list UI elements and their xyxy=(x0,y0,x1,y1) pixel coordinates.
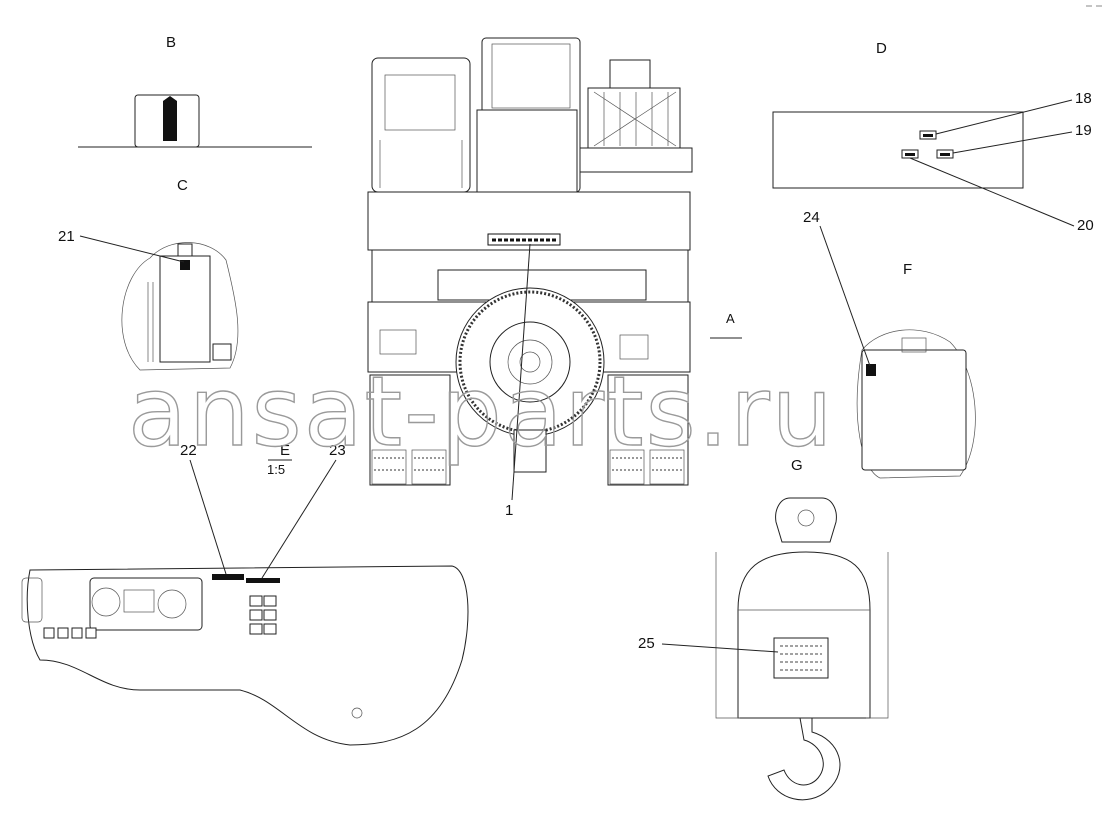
leader-1 xyxy=(511,243,531,501)
lower-switch-row xyxy=(43,627,97,639)
view-f-label: F xyxy=(903,261,912,278)
callout-23: 23 xyxy=(329,442,346,459)
hook-block-shackle xyxy=(775,497,837,543)
leader-18 xyxy=(935,99,1073,135)
view-c-detail-boundary xyxy=(121,242,239,371)
gauge-left xyxy=(91,587,121,617)
hook-block-body xyxy=(737,551,871,719)
callout-22: 22 xyxy=(180,442,197,459)
shackle-eye xyxy=(797,509,815,527)
spare-wheel-hub xyxy=(519,351,541,373)
cluster-display xyxy=(123,589,155,613)
view-c: C 21 xyxy=(58,177,239,371)
view-c-cabinet xyxy=(159,255,211,363)
hook-nameplate-text-lines xyxy=(780,645,822,671)
leader-20 xyxy=(909,157,1075,227)
right-tail-lamp xyxy=(619,334,649,360)
view-b-label: B xyxy=(166,34,176,51)
view-e: E 1:5 22 23 xyxy=(21,442,469,746)
view-f-cap xyxy=(901,337,927,353)
callout-25: 25 xyxy=(638,635,655,652)
hook-block-side-plates xyxy=(715,552,889,719)
view-f-detail-boundary xyxy=(856,329,976,479)
view-d-label: D xyxy=(876,40,887,57)
dashboard-side-vent xyxy=(21,577,43,623)
leader-21 xyxy=(79,235,185,263)
view-f-housing xyxy=(861,349,967,471)
winch-motor xyxy=(609,59,651,89)
callout-1: 1 xyxy=(505,502,513,519)
instrument-cluster xyxy=(89,577,203,631)
leader-19 xyxy=(952,131,1073,154)
winch-base xyxy=(579,147,693,173)
decal-23 xyxy=(246,578,280,583)
view-b-decal xyxy=(163,96,177,141)
callout-19: 19 xyxy=(1075,122,1092,139)
view-g-label: G xyxy=(791,457,803,474)
decal-22 xyxy=(212,574,244,580)
main-rear-view: A 1 xyxy=(367,37,742,519)
view-d: D 18 19 20 xyxy=(772,40,1094,234)
right-track-treads xyxy=(609,449,685,485)
view-e-scale: 1:5 xyxy=(267,462,285,477)
gauge-right xyxy=(157,589,187,619)
tow-hitch xyxy=(513,429,547,473)
counterweight xyxy=(476,109,578,193)
decal-24 xyxy=(866,364,876,376)
leader-24 xyxy=(819,225,871,367)
spare-wheel-rim xyxy=(489,321,571,403)
callout-21: 21 xyxy=(58,228,75,245)
view-a-label: A xyxy=(726,311,735,326)
switch-panel xyxy=(249,595,277,635)
left-track-treads xyxy=(371,449,447,485)
leader-22 xyxy=(189,459,227,575)
view-c-bracket xyxy=(212,343,232,361)
hook-nameplate xyxy=(773,637,829,679)
view-c-top-box xyxy=(177,243,193,257)
right-track-frame xyxy=(607,374,689,486)
left-track-frame xyxy=(369,374,451,486)
callout-20: 20 xyxy=(1077,217,1094,234)
view-c-label: C xyxy=(177,177,188,194)
watermark-text: ansat-parts.ru xyxy=(128,356,835,468)
leader-23 xyxy=(261,459,337,579)
cab-window xyxy=(384,74,456,131)
view-f: F 24 xyxy=(803,209,976,479)
crane-hook xyxy=(767,717,841,801)
view-b: B xyxy=(78,34,312,148)
callout-24: 24 xyxy=(803,209,820,226)
leader-25 xyxy=(661,643,779,653)
callout-18: 18 xyxy=(1075,90,1092,107)
left-tail-lamp xyxy=(379,329,417,355)
view-d-panel xyxy=(772,111,1024,189)
dashboard-knob xyxy=(351,707,363,719)
view-e-label: E xyxy=(280,442,290,459)
view-g: G 25 xyxy=(638,457,889,801)
view-c-label-plate xyxy=(180,260,190,270)
